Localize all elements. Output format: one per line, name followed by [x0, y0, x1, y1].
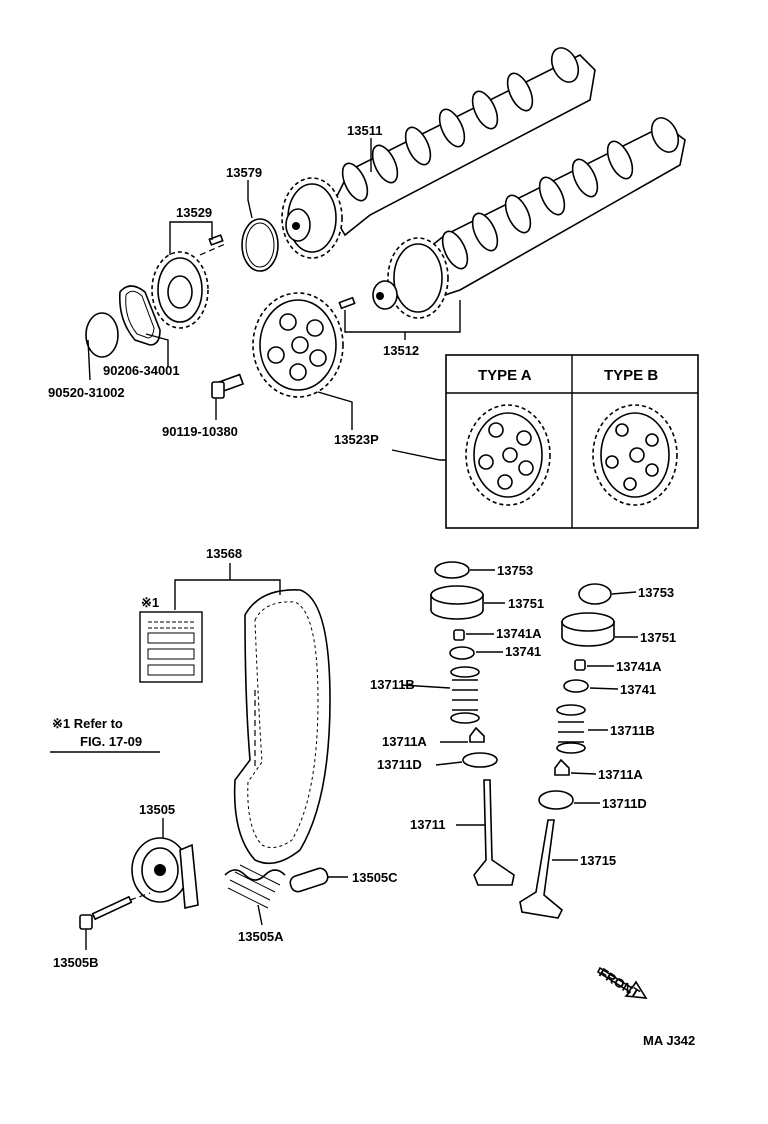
ring-90520-31002: [85, 312, 119, 358]
label-13711: 13711: [410, 817, 445, 832]
label-13711B-right: 13711B: [610, 723, 655, 738]
snap-ring-13579: [241, 218, 279, 272]
label-13711D-left: 13711D: [377, 757, 422, 772]
leader-13568: [174, 563, 281, 610]
pulley-type-b: [592, 404, 678, 506]
label-13568: 13568: [206, 546, 242, 561]
label-13505C: 13505C: [352, 870, 398, 885]
pulley-13523P: [252, 292, 344, 398]
camshaft-13511: [281, 47, 596, 259]
valve-13715: [519, 819, 563, 919]
tensioner-13505: [131, 818, 199, 909]
pulley-type-a: [465, 404, 551, 506]
valve-group-left: [401, 561, 515, 886]
spring-left: [450, 666, 480, 724]
label-13741-right: 13741: [620, 682, 656, 697]
spring-13505A: [224, 864, 286, 926]
gear-13529: [151, 234, 226, 329]
valve-13711: [473, 779, 515, 886]
camshaft-13512: [338, 117, 686, 319]
label-13711A-right: 13711A: [598, 767, 643, 782]
label-type-b: TYPE B: [604, 367, 658, 384]
part-labels: 13511 13579 13529 90206-34001 90520-3100…: [48, 123, 695, 1048]
reference-sheet: [139, 611, 203, 683]
label-13715: 13715: [580, 853, 616, 868]
label-note-line1: ※1 Refer to: [52, 716, 123, 731]
label-13753-right: 13753: [638, 585, 674, 600]
pin-13505C: [289, 867, 348, 893]
spring-right: [556, 704, 586, 754]
leader-lines-top: [87, 138, 461, 430]
label-13512: 13512: [383, 343, 419, 358]
bolt-13505B: [79, 892, 151, 950]
timing-belt-13568: [233, 589, 331, 865]
label-13741A-left: 13741A: [496, 626, 542, 641]
camshaft-gear-1: [281, 177, 343, 259]
front-arrow: [596, 966, 648, 999]
bolt-90119-10380: [211, 373, 245, 399]
label-13711B-left: 13711B: [370, 677, 415, 692]
label-90206-34001: 90206-34001: [103, 363, 180, 378]
label-13741A-right: 13741A: [616, 659, 662, 674]
label-90520-31002: 90520-31002: [48, 385, 125, 400]
label-note-line2: FIG. 17-09: [80, 734, 142, 749]
valve-group-right: [519, 583, 638, 919]
label-13505A: 13505A: [238, 929, 284, 944]
label-90119-10380: 90119-10380: [162, 424, 238, 439]
label-13751-left: 13751: [508, 596, 544, 611]
label-type-a: TYPE A: [478, 367, 532, 384]
label-note-mark: ※1: [141, 595, 159, 610]
label-13505B: 13505B: [53, 955, 99, 970]
label-13753-left: 13753: [497, 563, 533, 578]
label-13523P: 13523P: [334, 432, 379, 447]
label-13505: 13505: [139, 802, 175, 817]
label-13741-left: 13741: [505, 644, 541, 659]
label-13751-right: 13751: [640, 630, 676, 645]
label-diagram-code: MA J342: [643, 1033, 695, 1048]
camshaft-gear-2: [372, 237, 449, 319]
label-13711D-right: 13711D: [602, 796, 647, 811]
label-13511: 13511: [347, 123, 382, 138]
lifter-right: [561, 612, 615, 647]
label-13711A-left: 13711A: [382, 734, 427, 749]
lifter-left: [430, 585, 484, 620]
label-13529: 13529: [176, 205, 212, 220]
label-13579: 13579: [226, 165, 262, 180]
